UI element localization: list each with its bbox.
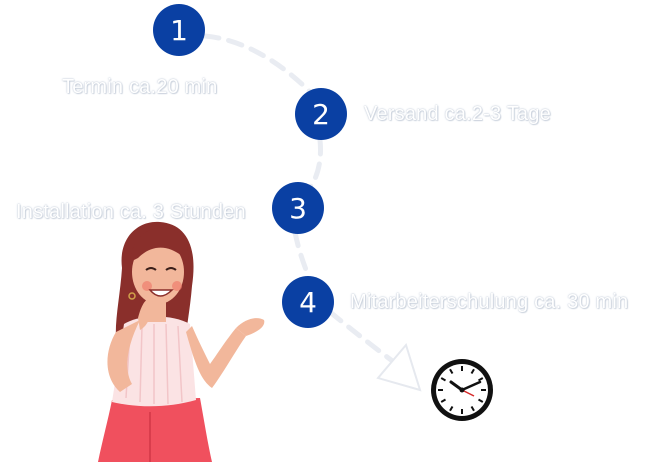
step-1-circle: 1 [153,4,205,56]
step-4-number: 4 [299,285,317,319]
step-3-label: Installation ca. 3 Stunden [16,201,246,223]
step-2-number: 2 [312,97,330,131]
step-1-label: Termin ca.20 min [62,76,218,98]
step-4-label: Mitarbeiterschulung ca. 30 min [350,291,629,313]
step-3-number: 3 [289,191,307,225]
step-3-circle: 3 [272,182,324,234]
clock-icon [431,359,493,421]
arrow-head [376,342,422,392]
step-1-number: 1 [170,13,188,47]
step-2-label: Versand ca.2-3 Tage [364,103,551,125]
step-4-circle: 4 [282,276,334,328]
woman-illustration [98,221,265,462]
dashed-connector [202,33,405,371]
step-2-circle: 2 [295,88,347,140]
